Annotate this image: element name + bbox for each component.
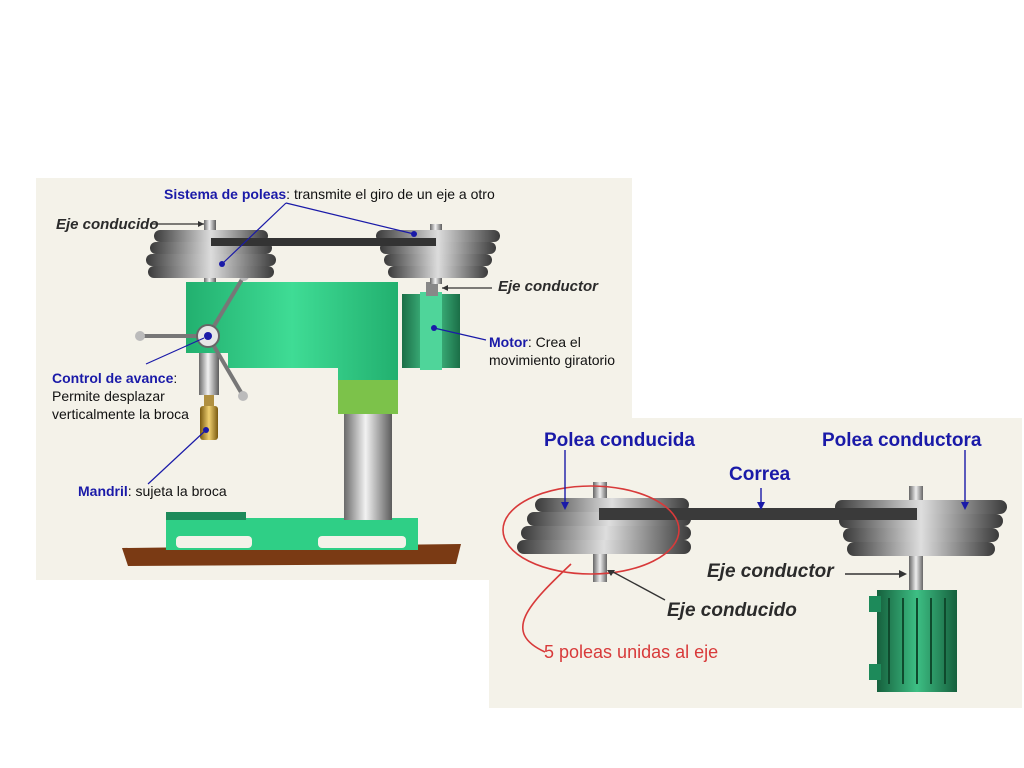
- eje-conducido-label: Eje conducido: [56, 216, 159, 233]
- control-desc1: Permite desplazar: [52, 388, 165, 404]
- eje-conductor-label-2: Eje conductor: [707, 561, 834, 582]
- polea-conducida-label: Polea conducida: [544, 430, 695, 451]
- motor-label: Motor: Crea el: [489, 334, 581, 350]
- motor-desc-label: movimiento giratorio: [489, 352, 616, 368]
- mandril-label: Mandril: sujeta la broca: [78, 483, 227, 499]
- pulley-stack-right: [376, 230, 500, 278]
- chuck: [200, 406, 218, 440]
- eje-conducido-label-2: Eje conducido: [667, 600, 797, 621]
- eje-conductor-label: Eje conductor: [498, 278, 599, 295]
- pulley-system-illustration: [502, 450, 1007, 692]
- control-desc2: verticalmente la broca: [52, 406, 189, 422]
- polea-conductora-label: Polea conductora: [822, 430, 982, 451]
- pulley-stack-left: [146, 230, 276, 278]
- poleas-unidas-label: 5 poleas unidas al eje: [544, 642, 719, 662]
- spindle: [199, 353, 219, 395]
- pulley-system-panel: Polea conducida Polea conductora Correa …: [489, 418, 1022, 708]
- drill-press-panel: Sistema de poleas: transmite el giro de …: [36, 178, 632, 580]
- belt: [211, 238, 436, 246]
- pulley-belt: [599, 508, 917, 520]
- machine-head: [186, 282, 398, 380]
- correa-label: Correa: [729, 464, 791, 485]
- column-collar: [338, 380, 398, 414]
- drill-press-illustration: [122, 202, 500, 566]
- column: [344, 414, 392, 520]
- pulley-group-ellipse: [502, 485, 680, 575]
- pulley-motor: [869, 590, 957, 692]
- poleas-label: Sistema de poleas: transmite el giro de …: [164, 186, 495, 202]
- control-label: Control de avance:: [52, 370, 178, 386]
